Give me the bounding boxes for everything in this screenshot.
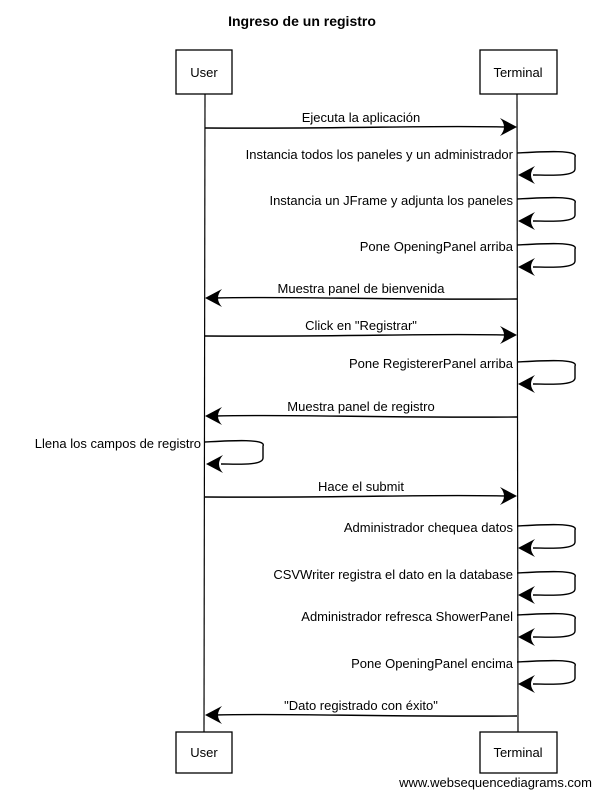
- message: Administrador chequea datos: [344, 520, 576, 557]
- self-message-line: [516, 523, 576, 549]
- message: Muestra panel de registro: [205, 399, 518, 425]
- message: Pone RegistererPanel arriba: [349, 356, 576, 393]
- message: CSVWriter registra el dato en la databas…: [273, 567, 576, 604]
- message-label: Instancia un JFrame y adjunta los panele…: [269, 193, 513, 208]
- message-label: "Dato registrado con éxito": [284, 698, 438, 713]
- arrowhead-left-icon: [518, 212, 535, 230]
- message-label: Instancia todos los paneles y un adminis…: [246, 147, 514, 162]
- participant-label-terminal-top: Terminal: [493, 65, 542, 80]
- message: Pone OpeningPanel encima: [351, 656, 576, 693]
- arrowhead-left-icon: [205, 407, 222, 425]
- arrowhead-left-icon: [518, 539, 535, 557]
- message: "Dato registrado con éxito": [205, 698, 518, 724]
- self-message-line: [516, 150, 576, 176]
- self-message-line: [516, 612, 576, 638]
- footer-credit: www.websequencediagrams.com: [398, 775, 592, 790]
- message-label: Llena los campos de registro: [35, 436, 201, 451]
- participant-box-terminal-bottom: [479, 731, 558, 774]
- message-label: CSVWriter registra el dato en la databas…: [273, 567, 513, 582]
- message: Pone OpeningPanel arriba: [360, 239, 576, 276]
- message: Administrador refresca ShowerPanel: [301, 609, 576, 646]
- message-label: Pone OpeningPanel arriba: [360, 239, 514, 254]
- arrowhead-left-icon: [518, 628, 535, 646]
- arrowhead-right-icon: [500, 118, 517, 136]
- message-label: Administrador refresca ShowerPanel: [301, 609, 513, 624]
- arrowhead-left-icon: [518, 258, 535, 276]
- message-line: [214, 713, 518, 717]
- arrowhead-left-icon: [518, 675, 535, 693]
- message-label: Muestra panel de bienvenida: [278, 281, 446, 296]
- message-line: [204, 494, 508, 498]
- message: Llena los campos de registro: [35, 436, 264, 473]
- participant-box-user-bottom: [175, 731, 233, 774]
- message-label: Pone OpeningPanel encima: [351, 656, 514, 671]
- message-label: Click en "Registrar": [305, 318, 417, 333]
- message-line: [214, 296, 518, 300]
- arrowhead-left-icon: [206, 455, 223, 473]
- message: Ejecuta la aplicación: [204, 110, 517, 136]
- self-message-line: [516, 659, 576, 685]
- message-label: Ejecuta la aplicación: [302, 110, 421, 125]
- arrowhead-left-icon: [518, 166, 535, 184]
- message-line: [204, 333, 508, 337]
- participant-label-terminal-bottom: Terminal: [493, 745, 542, 760]
- message: Hace el submit: [204, 479, 517, 505]
- participant-label-user-bottom: User: [190, 745, 218, 760]
- diagram-title: Ingreso de un registro: [228, 13, 376, 29]
- message-label: Muestra panel de registro: [287, 399, 434, 414]
- message: Click en "Registrar": [204, 318, 517, 344]
- self-message-line: [516, 242, 576, 268]
- self-message-line: [204, 439, 264, 465]
- message-label: Pone RegistererPanel arriba: [349, 356, 514, 371]
- message: Muestra panel de bienvenida: [205, 281, 518, 307]
- self-message-line: [516, 359, 576, 385]
- arrowhead-left-icon: [518, 586, 535, 604]
- arrowhead-left-icon: [205, 289, 222, 307]
- arrowhead-right-icon: [500, 326, 517, 344]
- lifeline-user: [203, 93, 206, 734]
- message: Instancia un JFrame y adjunta los panele…: [269, 193, 576, 230]
- participant-box-terminal-top: [479, 49, 558, 95]
- participant-box-user-top: [175, 49, 233, 95]
- message-label: Administrador chequea datos: [344, 520, 514, 535]
- message-line: [214, 414, 518, 418]
- message-label: Hace el submit: [318, 479, 404, 494]
- lifeline-terminal: [516, 93, 519, 734]
- arrowhead-right-icon: [500, 487, 517, 505]
- self-message-line: [516, 196, 576, 222]
- arrowhead-left-icon: [518, 375, 535, 393]
- message-line: [204, 125, 508, 129]
- message: Instancia todos los paneles y un adminis…: [246, 147, 576, 184]
- participant-label-user-top: User: [190, 65, 218, 80]
- arrowhead-left-icon: [205, 706, 222, 724]
- self-message-line: [516, 570, 576, 596]
